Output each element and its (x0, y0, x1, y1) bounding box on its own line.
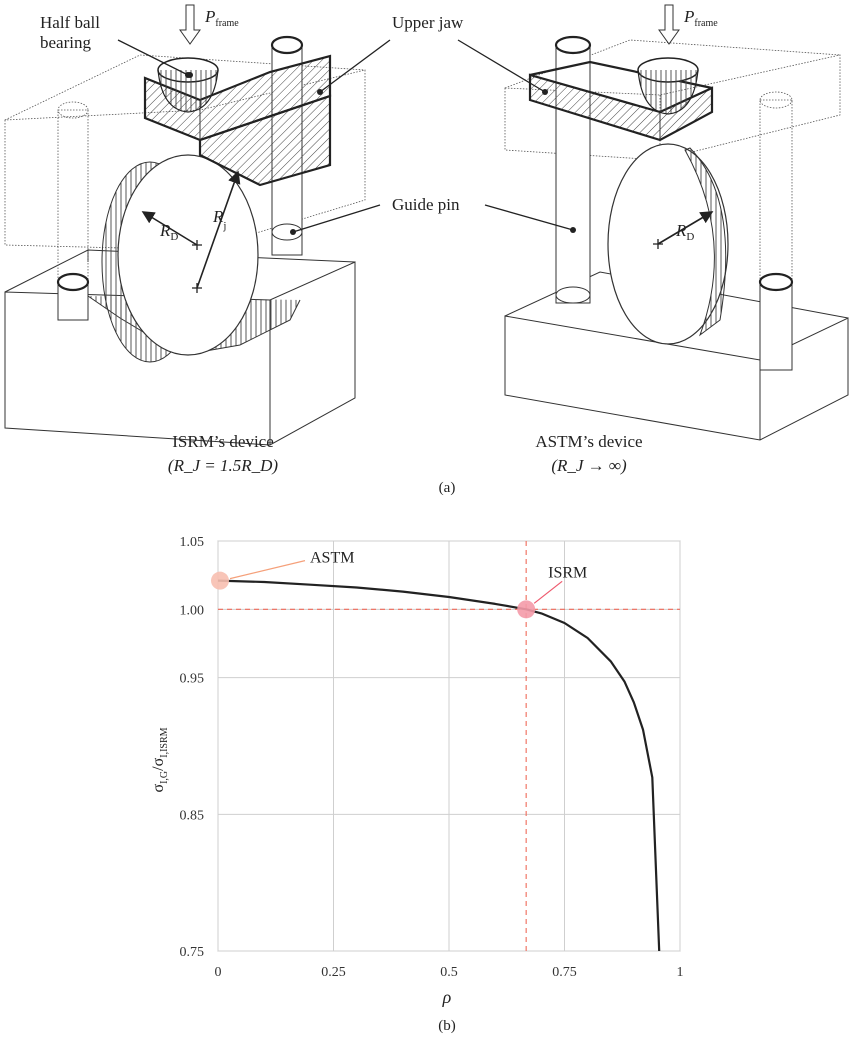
callout-guide-pin: Guide pin (392, 195, 460, 214)
isrm-half-ball-bearing (157, 57, 219, 113)
astm-rd-label: RD (675, 221, 694, 243)
y-tick-label: 1.00 (180, 603, 205, 618)
y-tick-label: 0.85 (180, 808, 205, 823)
callout-upper-jaw: Upper jaw (392, 13, 464, 32)
astm-radius-markers (653, 211, 714, 249)
isrm-annotation-leader (533, 580, 563, 604)
y-tick-label: 1.05 (180, 535, 205, 550)
x-axis-label: ρ (442, 987, 452, 1007)
x-tick-label: 0.5 (440, 965, 458, 980)
astm-guide-pins (554, 35, 794, 371)
isrm-device-condition: (R_J = 1.5R_D) (168, 456, 278, 475)
isrm-load-arrow (179, 4, 201, 45)
astm-device-drawing (504, 4, 849, 441)
isrm-upper-jaw (143, 54, 332, 187)
callout-half-ball-line1: Half ball (40, 13, 100, 32)
isrm-device-drawing (4, 4, 366, 446)
astm-half-ball-bearing (637, 57, 699, 115)
series-line (217, 579, 661, 952)
isrm-point-marker (517, 600, 536, 619)
y-axis-label: σI,G/σI,ISRM (150, 727, 170, 792)
astm-annotation-leader (229, 560, 306, 580)
astm-device-condition: (R_J → ∞) (551, 456, 627, 475)
caption-b: (b) (438, 1018, 456, 1034)
isrm-load-label: Pframe (204, 7, 239, 29)
x-tick-label: 0.25 (321, 965, 346, 980)
astm-point-marker (211, 571, 229, 590)
isrm-device-title: ISRM’s device (172, 432, 274, 451)
astm-annotation-label: ASTM (310, 550, 354, 567)
isrm-rd-label: RD (159, 221, 178, 243)
astm-load-arrow (658, 4, 680, 45)
caption-a: (a) (439, 480, 456, 496)
callout-half-ball-line2: bearing (40, 33, 91, 52)
y-tick-label: 0.75 (180, 945, 205, 960)
x-tick-label: 0.75 (552, 965, 577, 980)
callout-leaders (117, 39, 576, 235)
isrm-radius-markers (141, 170, 241, 293)
isrm-rj-label: Rj (212, 207, 226, 232)
x-tick-label: 1 (677, 965, 684, 980)
y-tick-label: 0.95 (180, 672, 205, 687)
astm-load-label: Pframe (683, 7, 718, 29)
astm-disc (607, 143, 729, 345)
isrm-disc (101, 154, 259, 363)
x-tick-label: 0 (215, 965, 222, 980)
isrm-annotation-label: ISRM (548, 564, 587, 581)
astm-device-title: ASTM’s device (535, 432, 642, 451)
